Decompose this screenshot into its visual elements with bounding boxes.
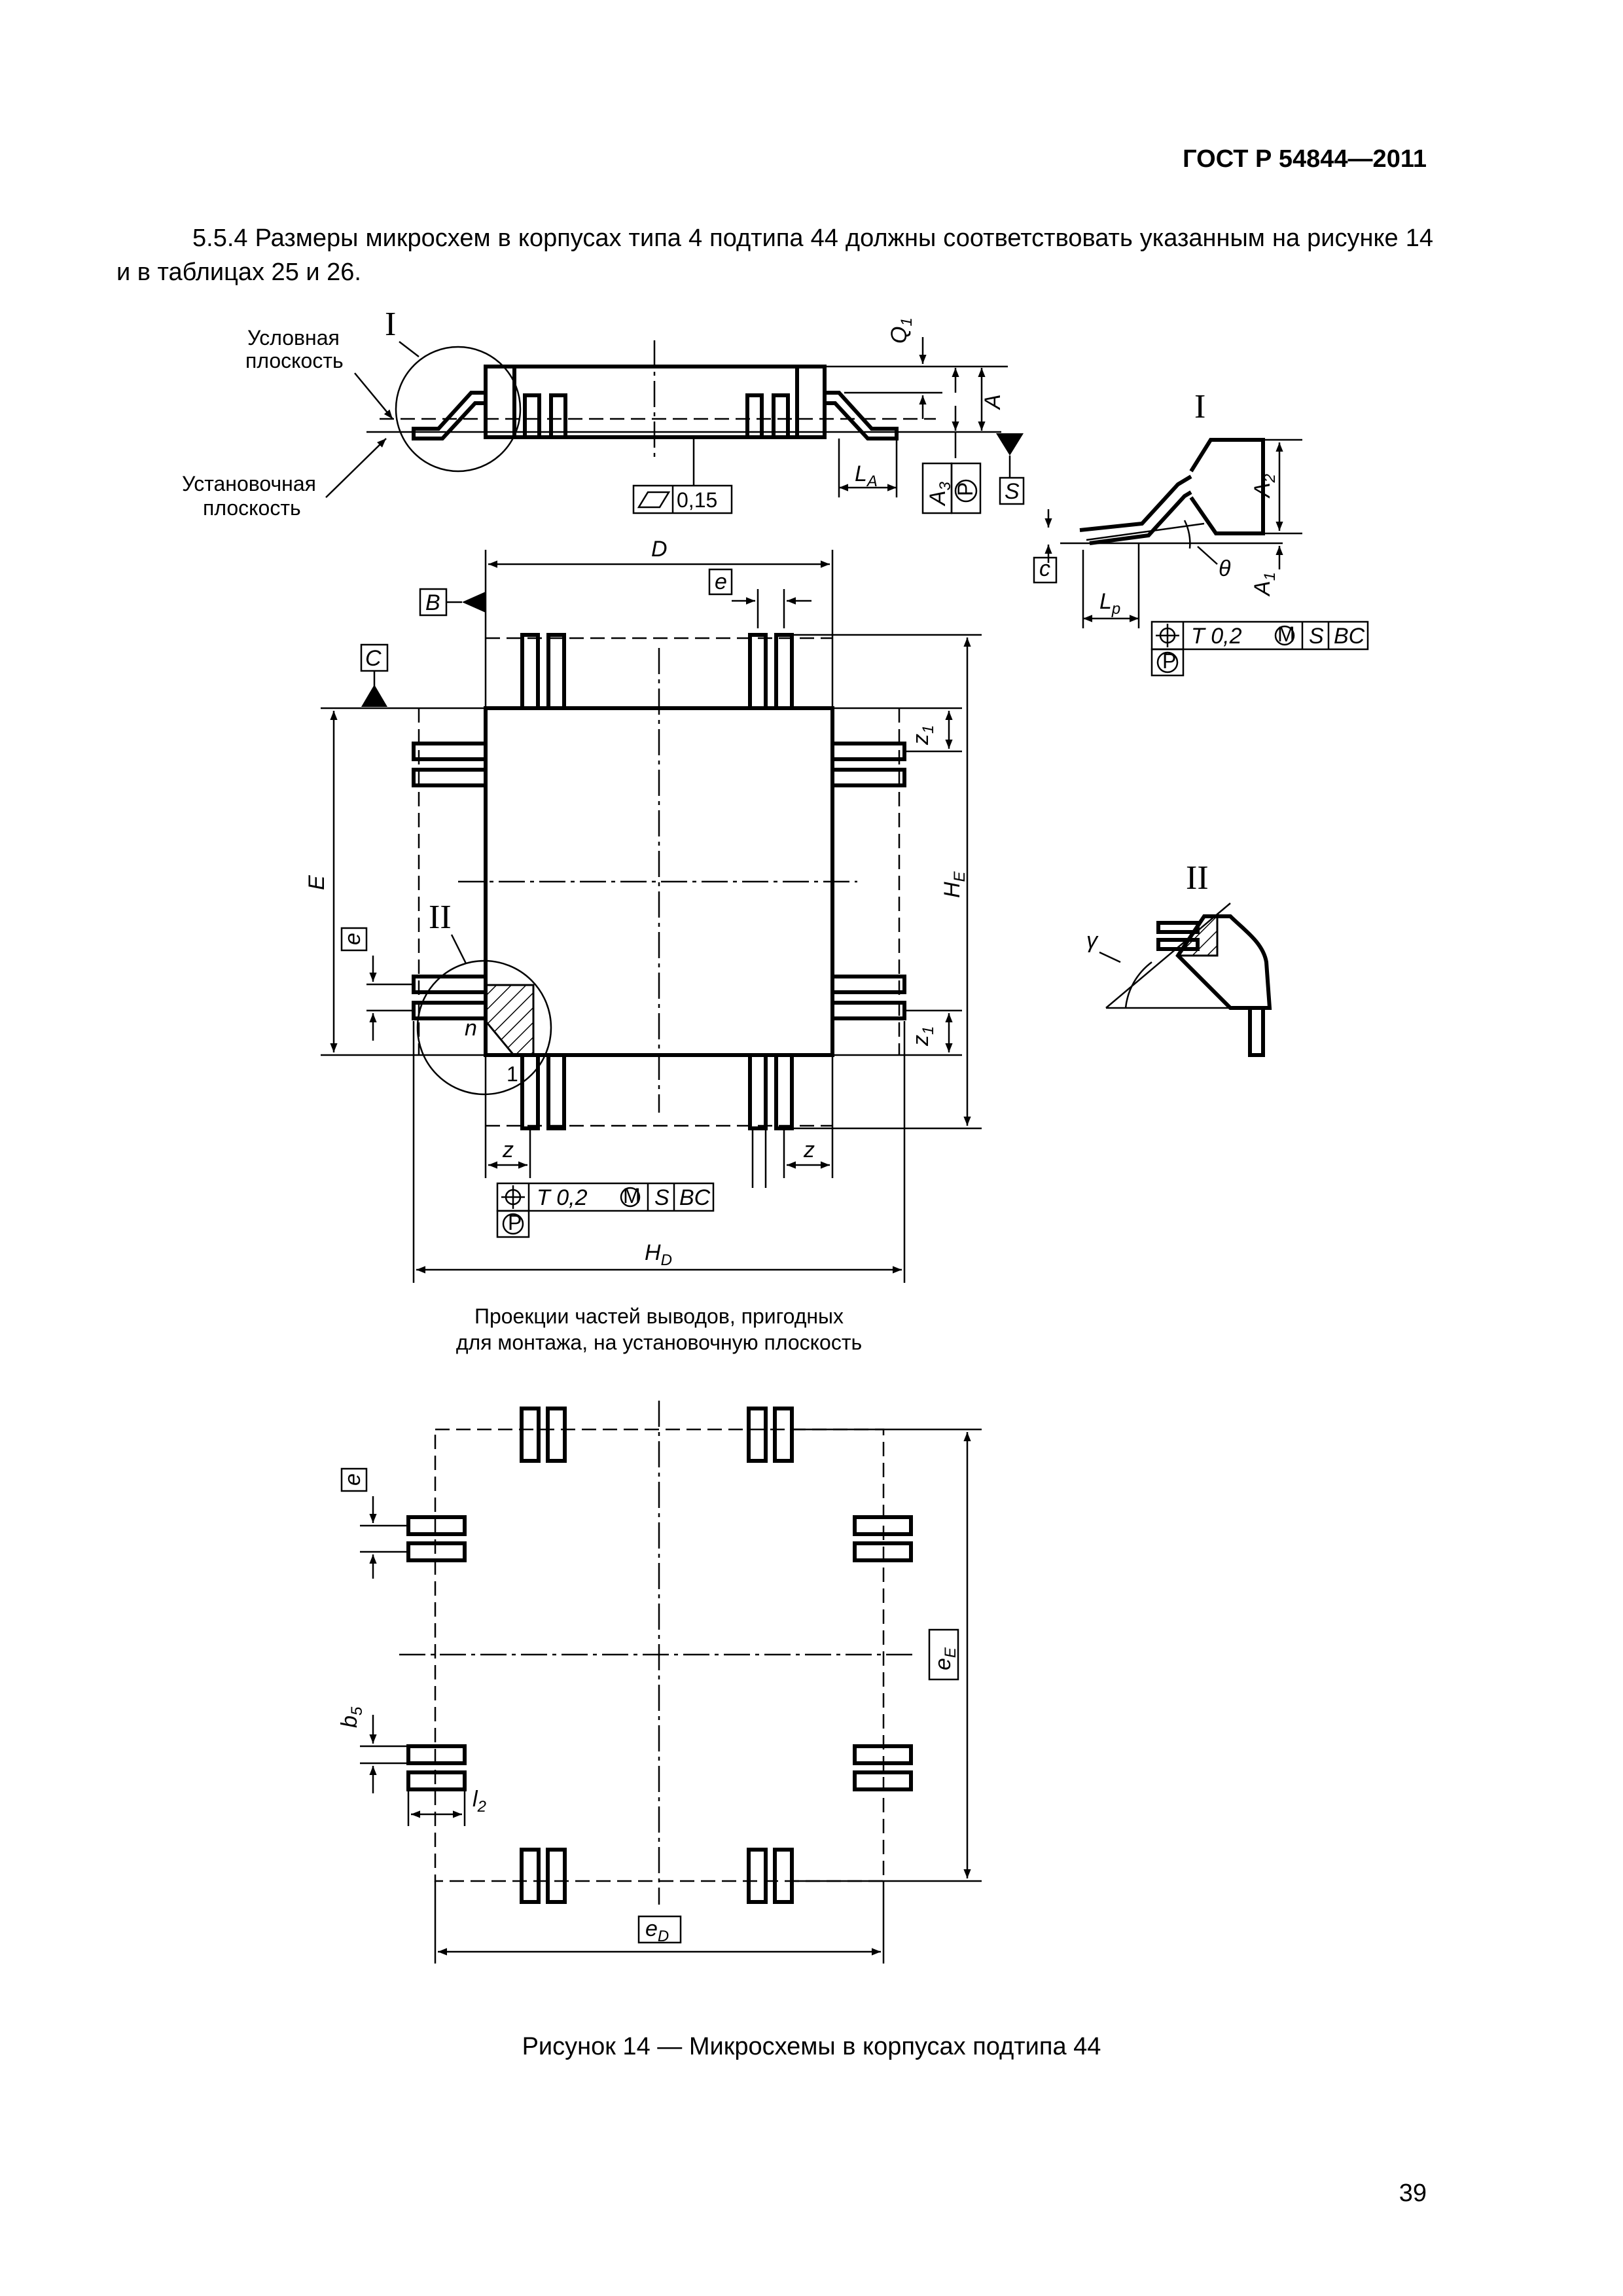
- label-pin-1: 1: [507, 1062, 518, 1086]
- dim-z-right: z: [803, 1138, 815, 1162]
- seating-plane-label-2: плоскость: [203, 496, 301, 520]
- detail-i-title: I: [1194, 388, 1205, 425]
- datum-bc-detail-i: BC: [1334, 624, 1365, 649]
- dim-hd: HD: [645, 1240, 672, 1269]
- dim-e-left: e: [340, 933, 365, 945]
- dim-e-top: e: [715, 569, 727, 594]
- dim-d: D: [651, 537, 668, 562]
- dim-z-left: z: [502, 1138, 514, 1162]
- dim-z1-top: z1: [908, 725, 937, 745]
- symbol-p-detail-i: P: [1162, 649, 1176, 673]
- dim-gamma: γ: [1086, 928, 1099, 953]
- dim-he: HE: [940, 870, 969, 898]
- detail-ii: II γ: [1086, 859, 1272, 1057]
- conventional-plane-label-1: Условная: [247, 326, 340, 350]
- proj-dim-ee: eE: [931, 1647, 959, 1670]
- datum-s-top-view: S: [654, 1185, 669, 1210]
- detail-i-marker: I: [385, 306, 396, 343]
- flatness-value: 0,15: [677, 488, 717, 512]
- datum-s-detail-i: S: [1309, 624, 1324, 649]
- conventional-plane-label-2: плоскость: [245, 349, 344, 372]
- dim-a2: A2: [1250, 474, 1279, 499]
- side-view: I Условная плоскость Установочная плоско…: [182, 306, 1025, 520]
- symbol-p-top-view: P: [508, 1211, 522, 1234]
- page-number: 39: [1399, 2179, 1427, 2207]
- dim-z1-bottom: z1: [908, 1026, 937, 1047]
- tolerance-top-view: T 0,2: [537, 1185, 588, 1210]
- section-paragraph: 5.5.4 Размеры микросхем в корпусах типа …: [116, 224, 1433, 286]
- proj-dim-l2: l2: [473, 1787, 486, 1816]
- detail-i: I A2 A1 c θ Lp T 0,2 M S BC: [1033, 388, 1369, 677]
- proj-dim-b5: b5: [337, 1706, 366, 1728]
- dim-a1: A1: [1250, 572, 1279, 597]
- dim-e-left-big: E: [304, 875, 329, 890]
- dim-q1: Q1: [887, 317, 916, 344]
- detail-ii-marker: II: [429, 899, 452, 936]
- modifier-m-top-view: M: [623, 1184, 641, 1208]
- dim-a: A: [980, 394, 1005, 410]
- projection-title-2: для монтажа, на установочную плоскость: [456, 1331, 862, 1354]
- modifier-m-detail-i: M: [1277, 622, 1295, 646]
- dim-a3: A3: [925, 481, 954, 507]
- tolerance-detail-i: T 0,2: [1191, 624, 1242, 649]
- proj-dim-ed: eD: [645, 1916, 669, 1945]
- label-n: n: [465, 1016, 477, 1041]
- projection-view: Проекции частей выводов, пригодных для м…: [337, 1304, 982, 1964]
- dim-theta: θ: [1219, 556, 1231, 581]
- figure-caption: Рисунок 14 — Микросхемы в корпусах подти…: [522, 2033, 1101, 2060]
- datum-bc-top-view: BC: [679, 1185, 711, 1210]
- proj-dim-e: e: [340, 1473, 365, 1486]
- dim-c: c: [1039, 556, 1050, 581]
- datum-b: B: [425, 590, 440, 615]
- dim-lp: Lp: [1099, 589, 1120, 618]
- datum-c: C: [365, 646, 382, 671]
- datum-s: S: [1005, 479, 1020, 504]
- standard-header: ГОСТ Р 54844—2011: [1183, 145, 1427, 173]
- symbol-p-side: P: [954, 482, 977, 496]
- dim-la: LA: [855, 461, 878, 490]
- seating-plane-label-1: Установочная: [182, 472, 316, 495]
- detail-ii-title: II: [1186, 859, 1209, 897]
- projection-title-1: Проекции частей выводов, пригодных: [474, 1304, 844, 1328]
- top-view: II n 1 D e B C E e: [304, 537, 982, 1283]
